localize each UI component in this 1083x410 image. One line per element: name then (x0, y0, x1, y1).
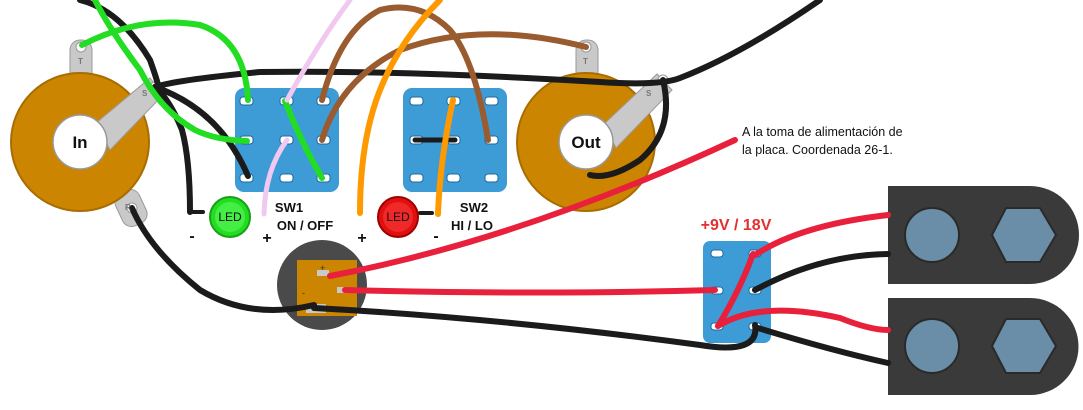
input-jack-label: In (72, 133, 87, 152)
sw2-name: SW2 (460, 200, 488, 215)
input-ring-mark: R (125, 203, 131, 212)
led1-plus-sign: + (262, 230, 271, 247)
voltage-label: +9V / 18V (701, 217, 772, 234)
sw1-name: SW1 (275, 200, 303, 215)
led2-label: LED (386, 210, 410, 224)
led1-minus-sign: - (189, 228, 194, 245)
dc-minus-mark: - (302, 288, 305, 298)
wires (77, 0, 891, 366)
power-note-line1: A la toma de alimentación de (742, 125, 903, 139)
output-tip-mark: T (583, 57, 588, 66)
output-sleeve-mark: S (646, 89, 652, 98)
led2-plus-sign: + (357, 230, 366, 247)
input-sleeve-mark: S (142, 89, 148, 98)
output-jack-label: Out (571, 133, 601, 152)
dc-jack (277, 240, 367, 330)
power-note-line2: la placa. Coordenada 26-1. (742, 143, 893, 157)
sw2-function: HI / LO (451, 218, 493, 233)
led-red (377, 196, 419, 238)
input-tip-mark: T (78, 57, 83, 66)
led-green (209, 196, 251, 238)
led2-minus-sign: - (433, 228, 438, 245)
led1-label: LED (218, 210, 242, 224)
input-jack (10, 39, 164, 228)
output-jack (516, 39, 673, 212)
battery-snap-bottom (888, 298, 1079, 395)
battery-snap-top (888, 186, 1079, 284)
dc-plus-mark: + (320, 263, 325, 273)
sw1-function: ON / OFF (277, 218, 333, 233)
